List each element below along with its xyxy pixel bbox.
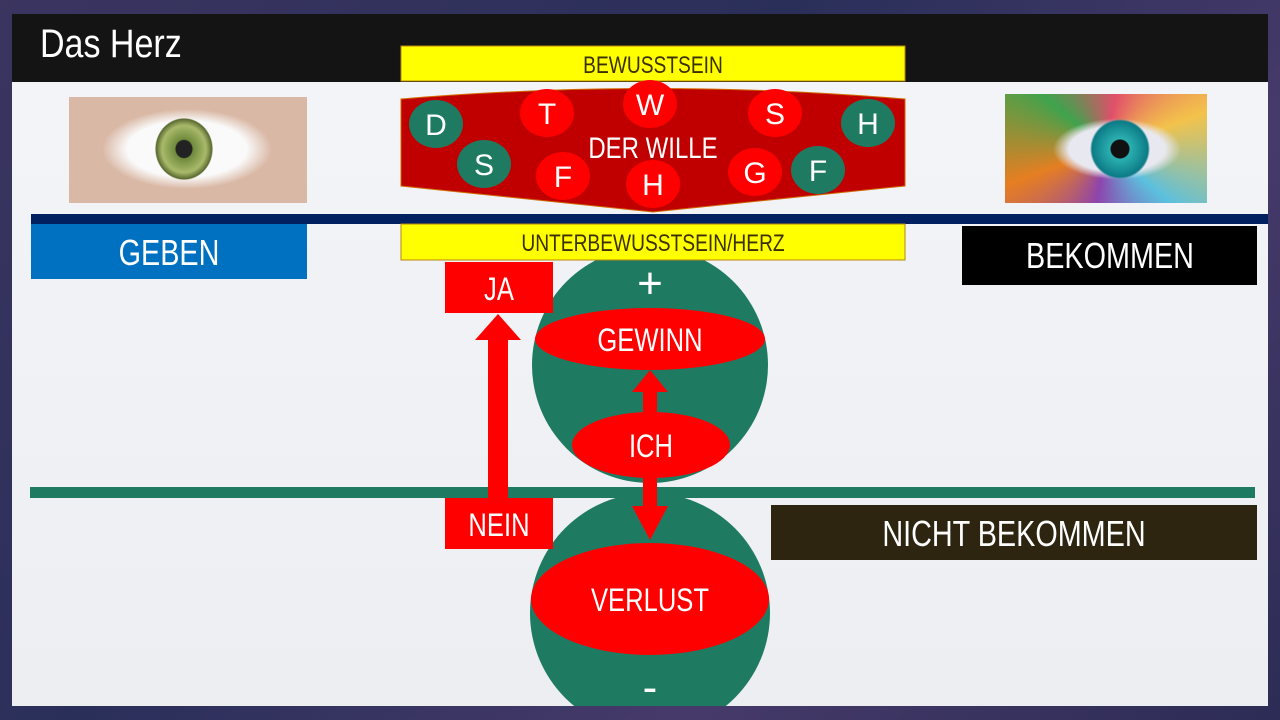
letter-bubble <box>409 100 463 148</box>
bekommen-label: BEKOMMEN <box>1026 235 1194 276</box>
letter-bubble-label: S <box>474 149 494 182</box>
letter-bubble <box>626 160 680 208</box>
verlust-label: VERLUST <box>591 583 709 618</box>
letter-bubble-label: D <box>425 109 447 142</box>
letter-bubble-label: H <box>857 108 879 141</box>
ja-label: JA <box>484 272 514 307</box>
unterbewusstsein-label: UNTERBEWUSSTSEIN/HERZ <box>521 229 784 257</box>
gewinn-ellipse <box>535 308 765 370</box>
letter-bubble-label: H <box>642 169 664 202</box>
verlust-ellipse <box>531 543 769 655</box>
nein-to-ja-arrow <box>475 314 521 498</box>
green-divider <box>30 487 1255 498</box>
bekommen-box <box>962 226 1257 285</box>
letter-bubble <box>748 89 802 137</box>
letter-bubble-label: F <box>809 155 827 188</box>
letter-bubble <box>841 99 895 147</box>
letter-bubble-label: S <box>765 98 785 131</box>
letter-bubble <box>520 89 574 137</box>
navy-divider <box>31 214 1268 224</box>
slide-title: Das Herz <box>40 22 182 66</box>
letter-bubble-label: F <box>554 161 572 194</box>
ich-to-gewinn-arrow <box>632 370 668 414</box>
ich-ellipse <box>572 412 730 478</box>
nicht-bekommen-box <box>771 505 1257 560</box>
gewinn-label: GEWINN <box>597 323 702 358</box>
ja-box <box>445 262 553 313</box>
letter-bubble <box>457 140 511 188</box>
letter-bubble-label: W <box>636 89 665 122</box>
bewusstsein-label: BEWUSSTSEIN <box>583 51 723 79</box>
nicht-bekommen-label: NICHT BEKOMMEN <box>882 513 1145 554</box>
minus-sign: - <box>643 663 658 706</box>
der-wille-label: DER WILLE <box>588 130 717 164</box>
unterbewusstsein-banner <box>400 223 906 261</box>
letter-bubble <box>791 146 845 194</box>
letter-bubble-label: G <box>743 157 766 190</box>
nein-box <box>445 498 553 549</box>
nein-label: NEIN <box>468 508 529 543</box>
geben-box <box>31 224 307 279</box>
letter-bubble <box>728 148 782 196</box>
ich-to-verlust-arrow <box>632 476 668 540</box>
ich-label: ICH <box>629 429 673 464</box>
letter-bubble <box>536 152 590 200</box>
letter-bubble-label: T <box>538 98 556 131</box>
plus-sign: + <box>637 259 663 308</box>
natural-eye-image <box>69 97 307 203</box>
letter-bubble <box>623 80 677 128</box>
mosaic-eye-image <box>1005 94 1207 203</box>
geben-label: GEBEN <box>119 232 220 273</box>
bewusstsein-banner <box>400 45 906 82</box>
